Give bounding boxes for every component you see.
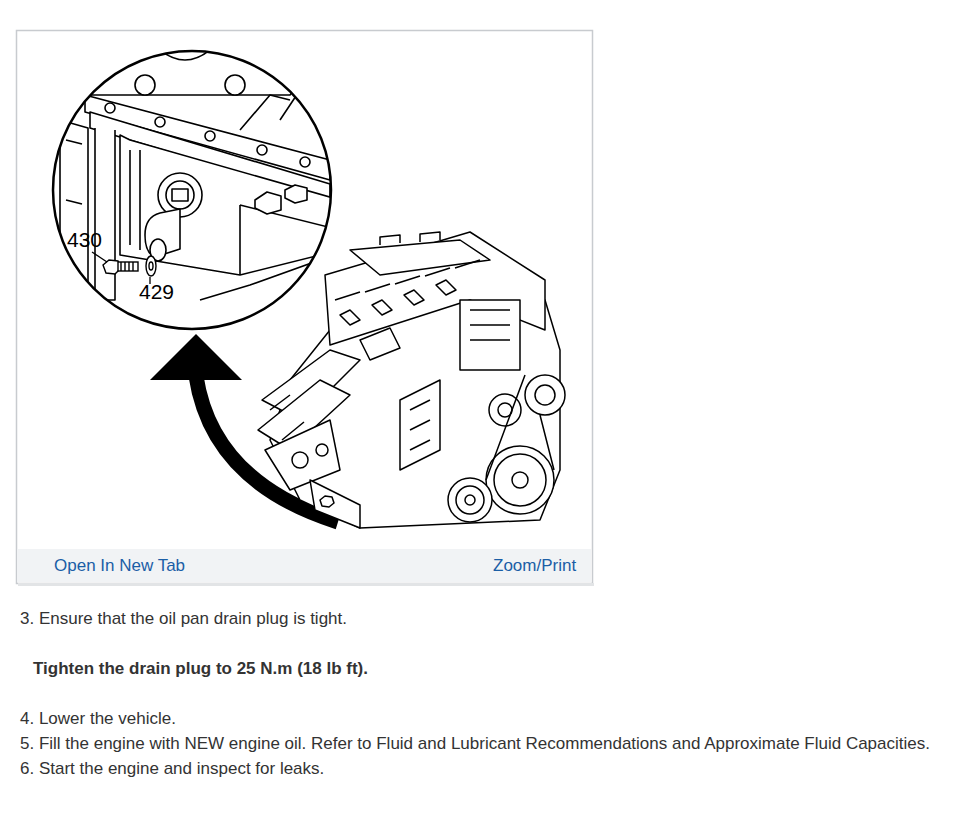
step-text: 6. Start the engine and inspect for leak… [20, 757, 965, 781]
step-text: 4. Lower the vehicle. [20, 707, 965, 731]
drain-plug [103, 256, 156, 276]
detail-view [40, 40, 350, 340]
image-frame [17, 31, 593, 584]
link-bar: Open In New Tab Zoom/Print [17, 549, 591, 582]
torque-spec: Tighten the drain plug to 25 N.m (18 lb … [20, 657, 965, 681]
step-text: 5. Fill the engine with NEW engine oil. … [20, 732, 965, 756]
callout-number: 430 [67, 228, 102, 252]
step-text: 3. Ensure that the oil pan drain plug is… [20, 607, 965, 631]
callout-number: 429 [139, 280, 174, 304]
instruction-text: 3. Ensure that the oil pan drain plug is… [20, 607, 965, 781]
leader-line [92, 252, 150, 284]
engine-drawing [258, 232, 565, 528]
link-text: Zoom/Print [493, 555, 576, 576]
link-text: Open In New Tab [54, 555, 185, 576]
